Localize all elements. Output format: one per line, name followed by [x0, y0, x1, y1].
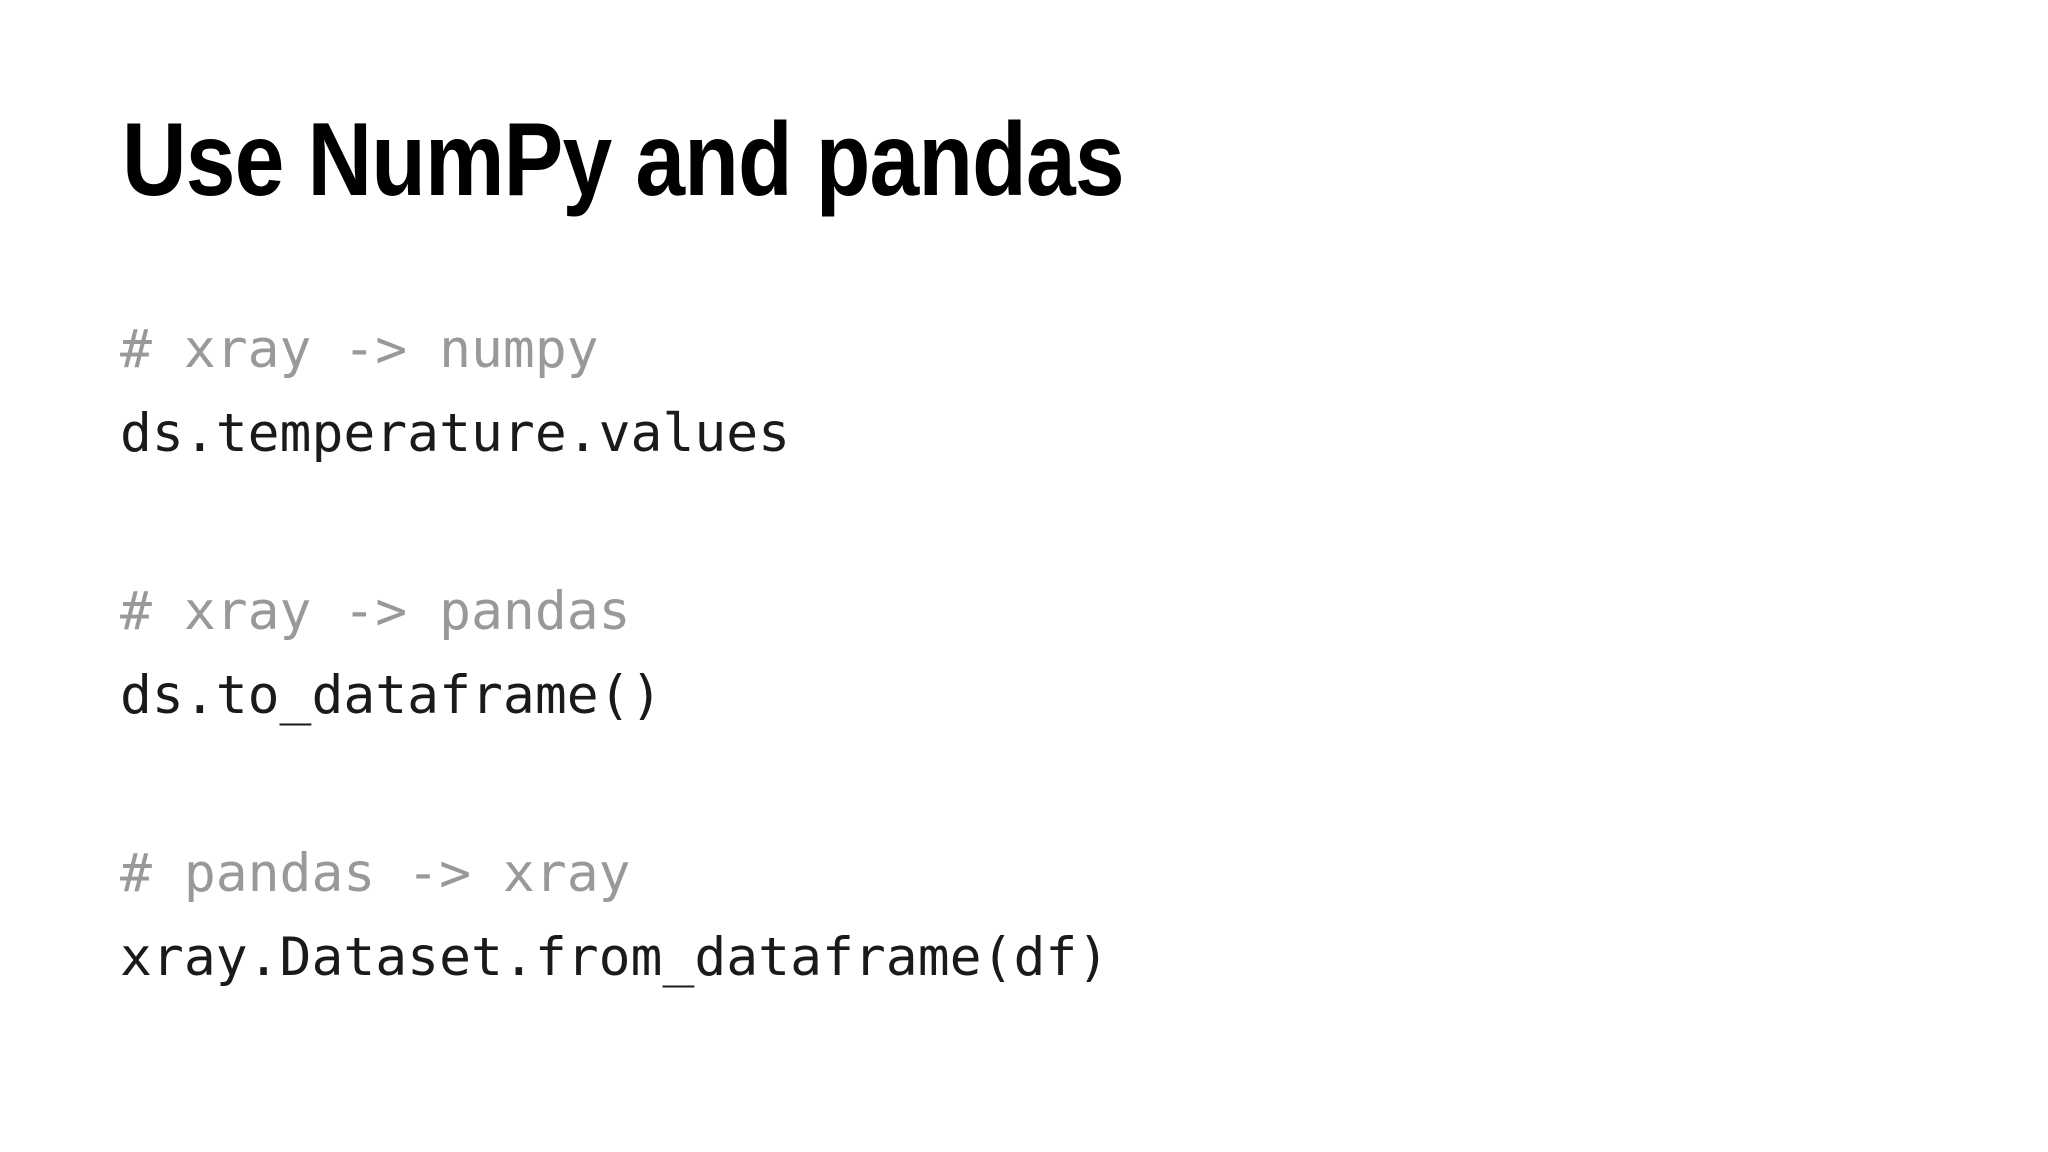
code-block-xray-to-pandas: # xray -> pandas ds.to_dataframe(): [120, 570, 1109, 738]
comment-line: # pandas -> xray: [120, 843, 631, 904]
code-area: # xray -> numpy ds.temperature.values # …: [120, 308, 1109, 1094]
code-block-xray-to-numpy: # xray -> numpy ds.temperature.values: [120, 308, 1109, 476]
code-line: ds.to_dataframe(): [120, 665, 663, 726]
code-block-pandas-to-xray: # pandas -> xray xray.Dataset.from_dataf…: [120, 832, 1109, 1000]
comment-line: # xray -> pandas: [120, 581, 631, 642]
code-line: ds.temperature.values: [120, 403, 791, 464]
comment-line: # xray -> numpy: [120, 319, 599, 380]
code-line: xray.Dataset.from_dataframe(df): [120, 927, 1110, 988]
slide-title: Use NumPy and pandas: [122, 102, 1125, 218]
